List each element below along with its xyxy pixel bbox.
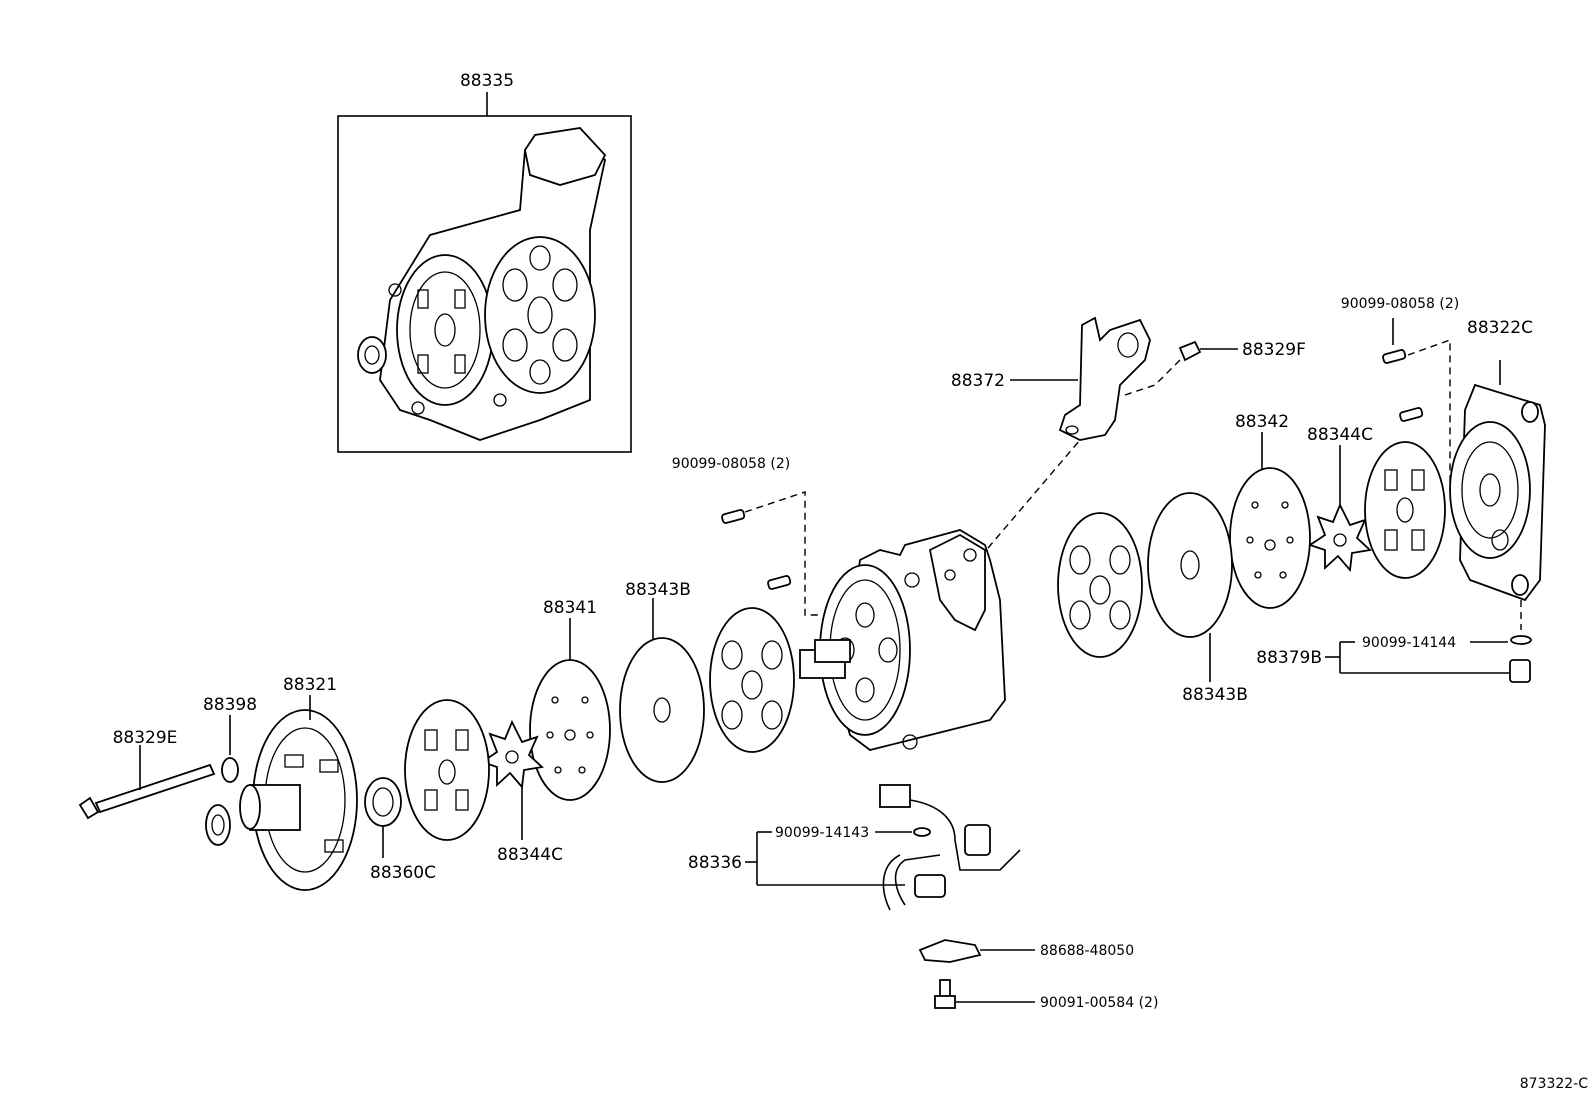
clip-88688 (918, 939, 1035, 963)
inset-compressor-body (337, 92, 632, 453)
valve-disc-88343B-right (1147, 492, 1233, 682)
front-head-88321 (239, 695, 358, 891)
label-88321: 88321 (283, 675, 337, 695)
label-88342: 88342 (1235, 412, 1289, 432)
star-plate-88344C-left (479, 719, 544, 840)
valve-plate-mid (709, 607, 795, 753)
label-88322C: 88322C (1467, 318, 1533, 338)
seal-88360C (364, 777, 402, 858)
label-screw-90091: 90091-00584 (2) (1040, 995, 1158, 1011)
label-88329F: 88329F (1242, 340, 1306, 360)
valve-plate-right (1057, 512, 1143, 658)
label-oring-14143: 90099-14143 (775, 825, 869, 841)
valve-disc-88343B-left (619, 598, 705, 783)
valve-88379B (1325, 635, 1532, 683)
label-88379B: 88379B (1256, 648, 1322, 668)
suction-plate-right (1364, 441, 1446, 579)
label-88688: 88688-48050 (1040, 943, 1134, 959)
label-88336: 88336 (688, 853, 742, 873)
label-oring-14144: 90099-14144 (1362, 635, 1456, 651)
diagram-id: 873322-C (1520, 1076, 1588, 1092)
label-88329E: 88329E (113, 728, 178, 748)
label-88360C: 88360C (370, 863, 436, 883)
screw-90091 (934, 979, 1035, 1009)
label-pin-mid: 90099-08058 (2) (672, 456, 790, 472)
label-88344C-right: 88344C (1307, 425, 1373, 445)
compressor-cylinder-block (799, 439, 1081, 751)
label-pin-top-right: 90099-08058 (2) (1341, 296, 1459, 312)
harness-88336 (745, 784, 1021, 911)
label-88341: 88341 (543, 598, 597, 618)
suction-plate-left (404, 699, 490, 841)
washer-88398 (205, 715, 239, 846)
pins-mid (721, 491, 822, 616)
star-plate-88344C-right (1307, 445, 1372, 573)
bracket-88372 (1010, 316, 1151, 441)
gasket-88342 (1229, 432, 1311, 609)
label-88398: 88398 (203, 695, 257, 715)
bolt-88329F (1124, 340, 1238, 396)
label-88344C-left: 88344C (497, 845, 563, 865)
bolt-88329E (78, 745, 216, 820)
gasket-88341 (529, 618, 611, 801)
label-88343B-right: 88343B (1182, 685, 1248, 705)
label-88335: 88335 (460, 71, 514, 91)
pins-top-right (1382, 318, 1522, 630)
label-88372: 88372 (951, 371, 1005, 391)
rear-head-88322C (1449, 360, 1546, 602)
label-88343B-left: 88343B (625, 580, 691, 600)
